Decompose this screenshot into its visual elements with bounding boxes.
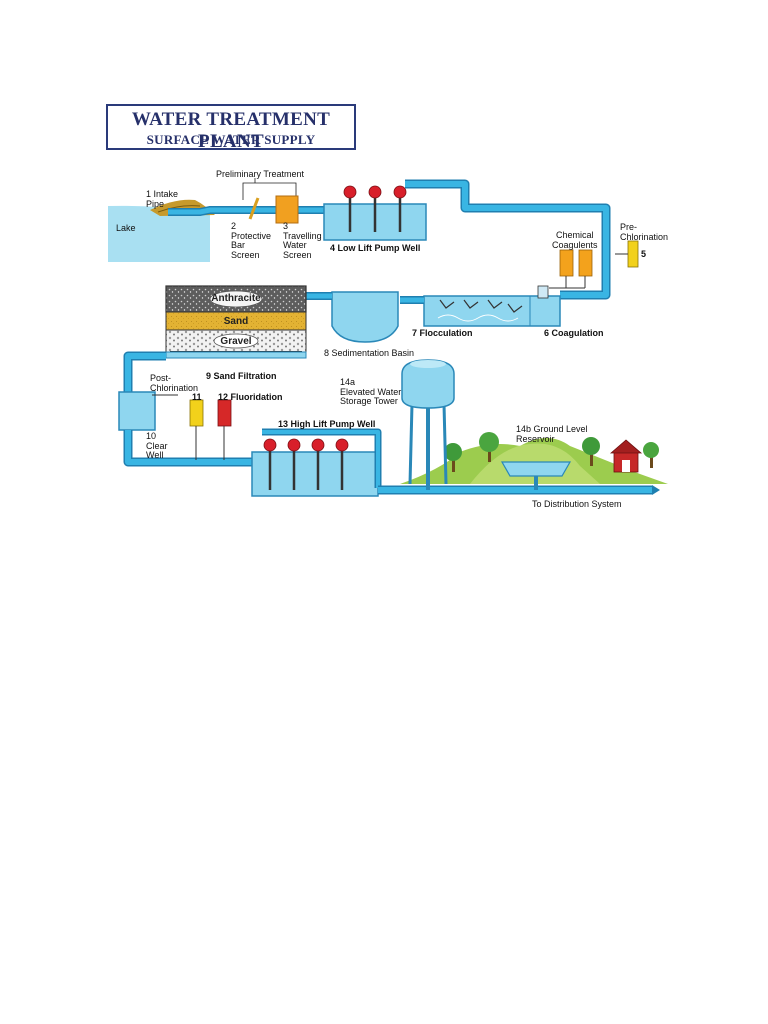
bar-screen <box>248 197 260 220</box>
sedimentation-basin <box>331 291 399 343</box>
travelling-water-screen-label: 3 Travelling Water Screen <box>283 221 322 260</box>
clear-well-label: 10 Clear Well <box>146 431 168 460</box>
raw-water-main <box>405 179 611 300</box>
diagram-title: WATER TREATMENT PLANT <box>131 109 331 152</box>
high-lift-pump-3 <box>311 438 325 490</box>
gravel-label: Gravel <box>220 336 252 347</box>
flocculation-tank <box>423 285 561 327</box>
chemical-coagulants-label: Chemical Coagulents <box>552 230 598 250</box>
clear-well <box>118 391 156 431</box>
tree-3 <box>582 437 600 466</box>
elevated-storage-tower <box>401 359 455 485</box>
elevated-tower-label: 14a Elevated Water Storage Tower <box>340 377 402 406</box>
post-chlorine-tank <box>189 399 204 460</box>
high-lift-pump-well-label: 13 High Lift Pump Well <box>278 419 376 429</box>
pre-chlorination-unit <box>615 240 639 268</box>
barn <box>609 439 643 473</box>
bar-screen-label: 2 Protective Bar Screen <box>231 221 272 260</box>
low-lift-pump-1 <box>343 185 357 232</box>
high-lift-header-pipe <box>262 428 382 488</box>
tree-2 <box>479 432 499 462</box>
tree-1 <box>444 443 462 472</box>
low-lift-pump-well-label: 4 Low Lift Pump Well <box>330 243 421 253</box>
high-lift-pump-4 <box>335 438 349 490</box>
flocculation-label: 7 Flocculation <box>412 328 473 338</box>
anthracite-label: Anthracite <box>211 293 261 304</box>
sand-filtration-label: 9 Sand Filtration <box>206 371 277 381</box>
sand-label: Sand <box>223 316 249 327</box>
sand-filter <box>165 285 307 359</box>
title-box: WATER TREATMENT PLANT SURFACE WATER SUPP… <box>106 104 356 152</box>
low-lift-pump-2 <box>368 185 382 232</box>
travelling-water-screen <box>275 195 299 224</box>
tree-4 <box>643 442 659 468</box>
low-lift-pumps <box>343 185 407 232</box>
distribution-main <box>378 476 660 495</box>
ground-reservoir-label: 14b Ground Level Reservoir <box>516 424 588 444</box>
filter-to-clearwell-pipe <box>123 351 166 392</box>
clearwell-to-highlift-pipe <box>123 430 252 467</box>
low-lift-pump-3 <box>393 185 407 232</box>
sedimentation-basin-label: 8 Sedimentation Basin <box>324 348 415 358</box>
chemical-coagulant-tanks <box>549 249 593 289</box>
high-lift-pump-2 <box>287 438 301 490</box>
intake-pipe <box>168 206 325 216</box>
fluoridation-tank <box>217 399 232 460</box>
post-chlorination-label: Post- Chlorination <box>150 373 199 393</box>
ground-level-reservoir <box>500 461 572 477</box>
lake-label: Lake <box>116 223 136 233</box>
coagulation-label: 6 Coagulation <box>544 328 604 338</box>
preliminary-bracket <box>242 182 297 200</box>
pre-chlorination-number: 5 <box>641 249 647 259</box>
diagram-subtitle: SURFACE WATER SUPPLY <box>146 132 316 147</box>
fluoridation-label: 12 Fluoridation <box>218 392 283 402</box>
distribution-label: To Distribution System <box>532 499 622 509</box>
pre-chlorination-label: Pre- Chlorination <box>620 222 669 242</box>
intake-pipe-label: 1 Intake Pipe <box>146 189 179 209</box>
high-lift-pump-1 <box>263 438 277 490</box>
post-chlorination-number: 11 <box>192 392 202 402</box>
preliminary-treatment-label: Preliminary Treatment <box>216 169 305 179</box>
high-lift-pumps <box>263 438 349 490</box>
